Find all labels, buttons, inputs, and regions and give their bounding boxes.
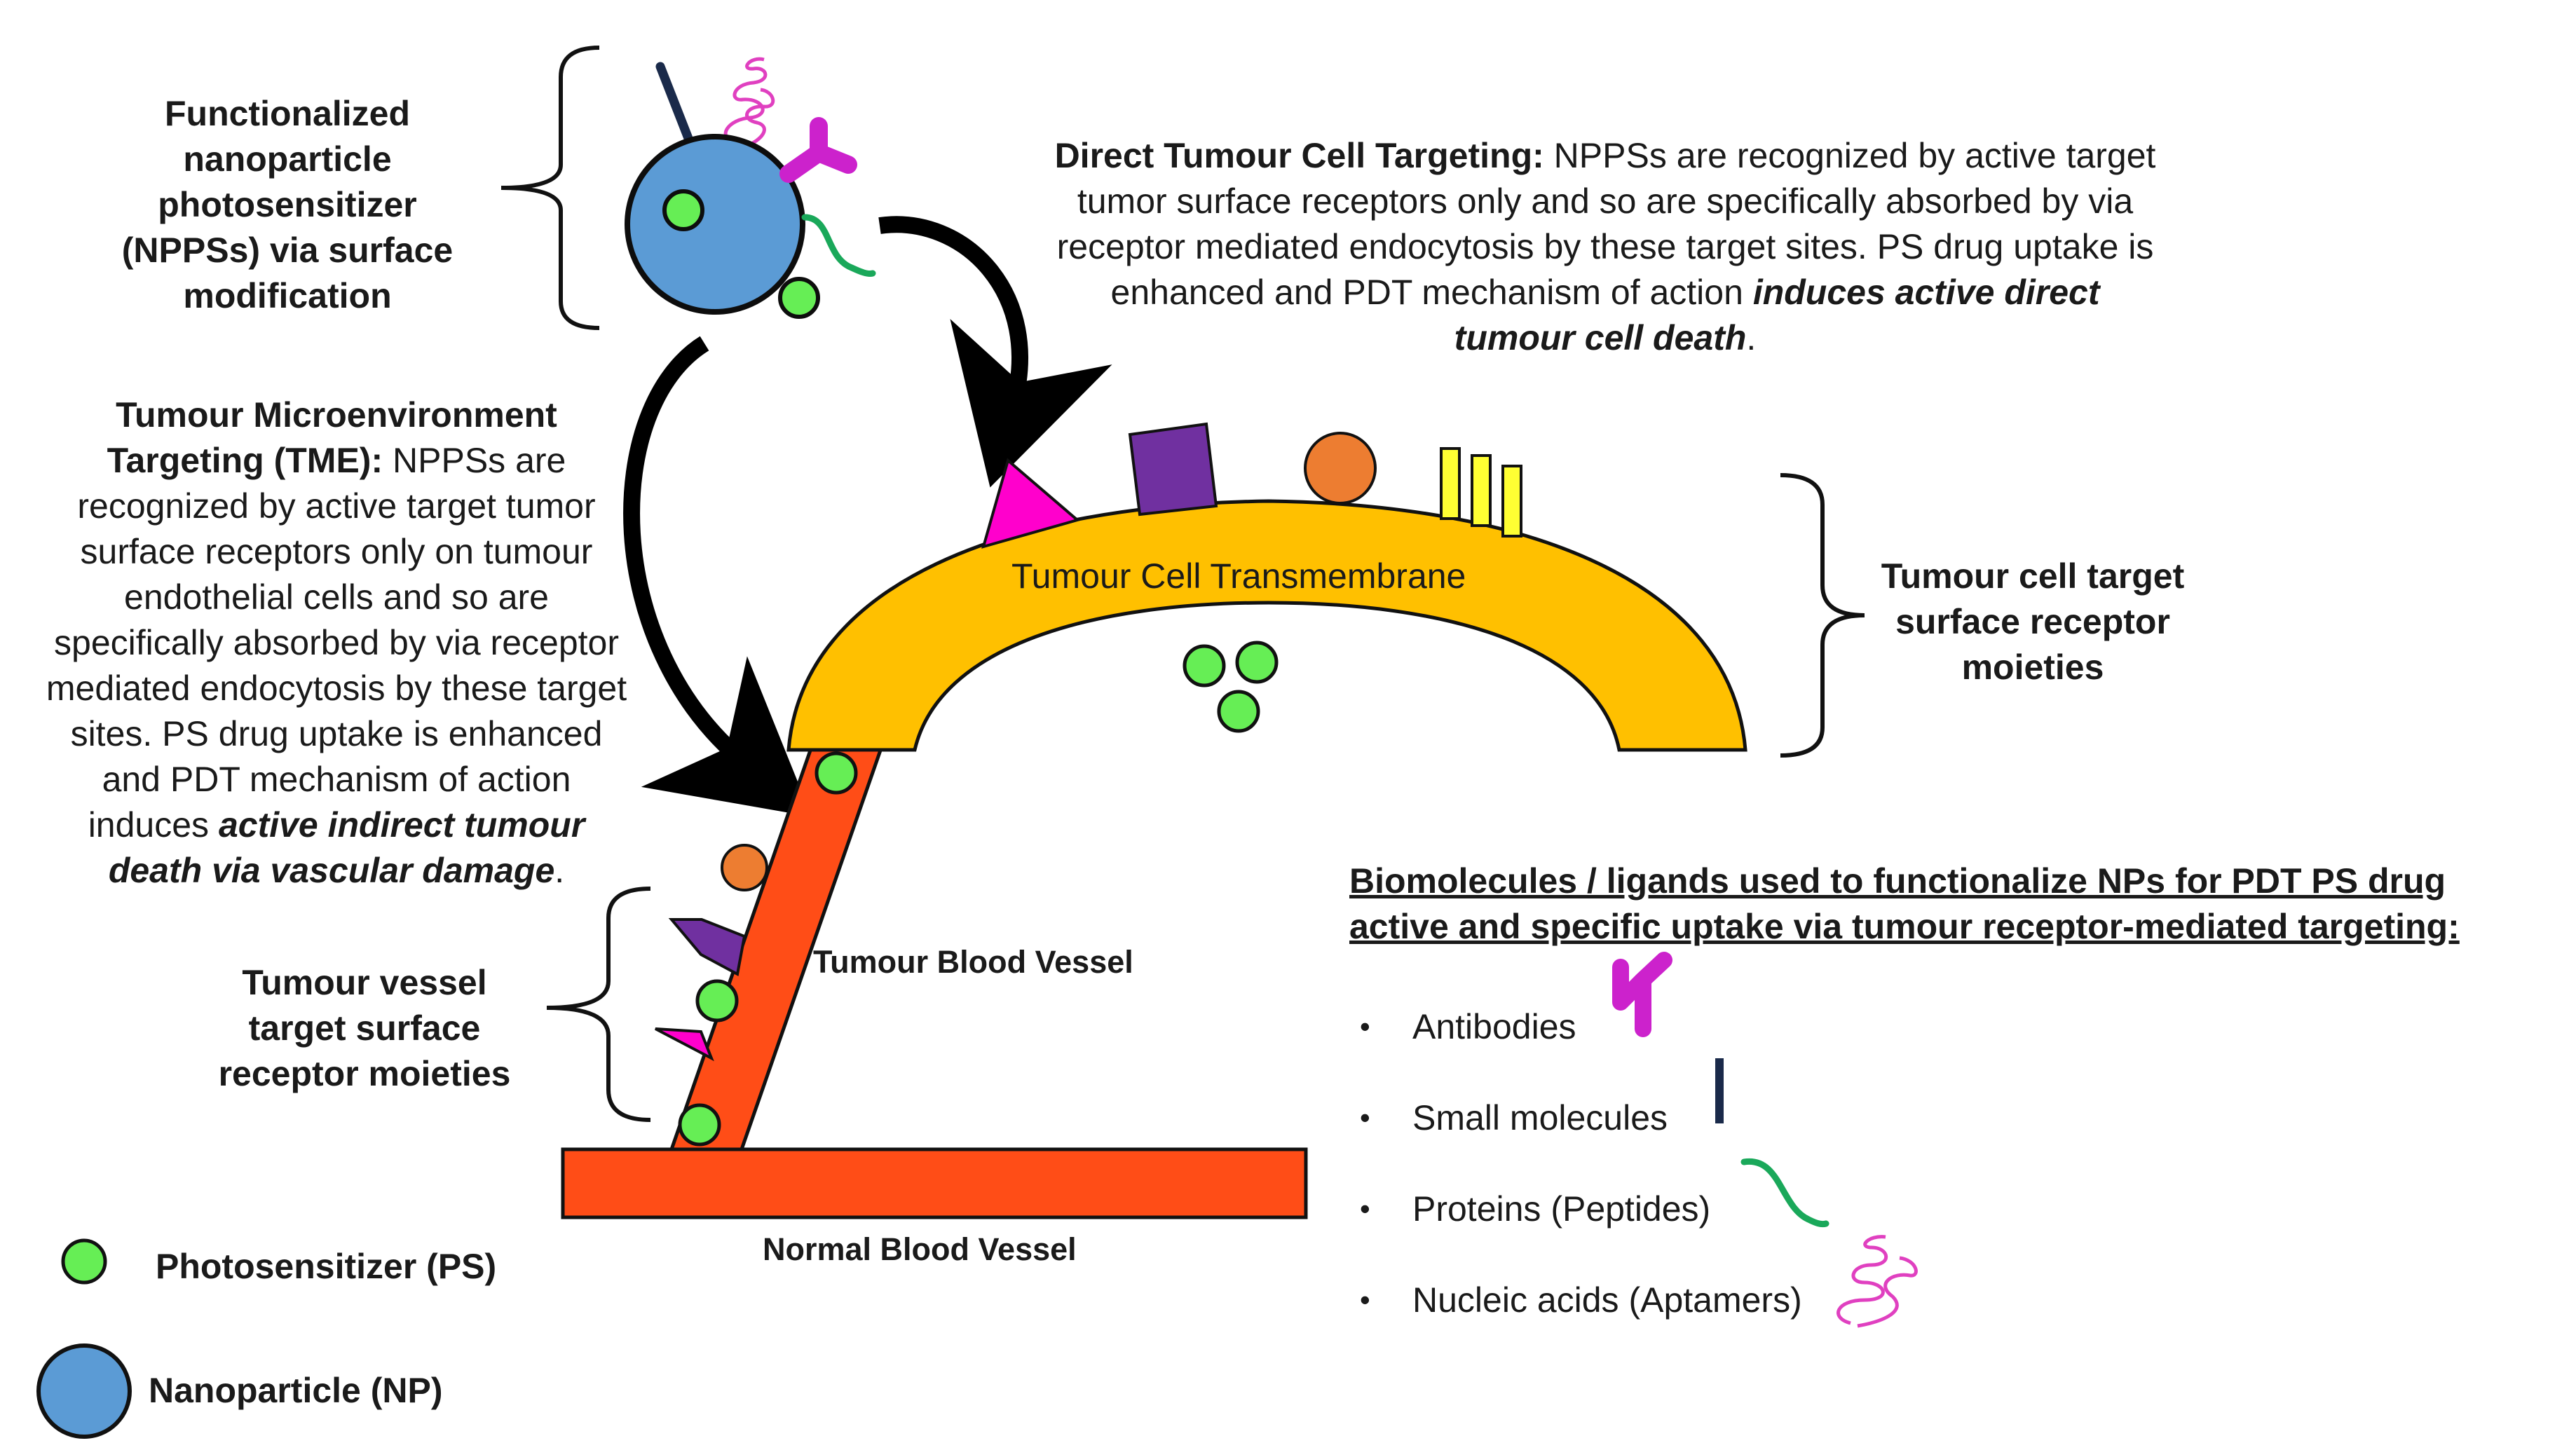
biomolecule-label: Small molecules (1412, 1098, 1668, 1137)
bar-receptor (1471, 454, 1492, 527)
normal-vessel-label: Normal Blood Vessel (763, 1231, 1077, 1267)
square-receptor (1128, 422, 1218, 517)
bar-receptor (1440, 447, 1461, 520)
nppss-brace (500, 46, 600, 330)
circle-receptor (1304, 432, 1377, 505)
tme-targeting-body: NPPSs are recognized by active target tu… (46, 441, 627, 844)
biomolecule-item-nucleic-acids: Nucleic acids (Aptamers) (1349, 1254, 1802, 1346)
legend-np-label: Nanoparticle (NP) (149, 1371, 443, 1410)
peptide-ligand (801, 214, 876, 277)
vessel-receptor-brace (546, 887, 651, 1122)
tumour-vessel-label: Tumour Blood Vessel (813, 944, 1133, 980)
aptamer-ligand (723, 57, 775, 149)
ps-on-vessel (678, 1103, 721, 1147)
membrane-label: Tumour Cell Transmembrane (1011, 556, 1466, 596)
biomolecule-item-proteins: Proteins (Peptides) (1349, 1163, 1802, 1254)
direct-targeting-end: . (1746, 318, 1757, 357)
nppss-label: Functionalized nanoparticle photosensiti… (121, 94, 454, 315)
tumour-cell-membrane (786, 499, 1747, 752)
aptamer-icon (1836, 1235, 1918, 1328)
biomolecule-label: Proteins (Peptides) (1412, 1189, 1711, 1229)
nanoparticle-core (625, 134, 805, 315)
direct-targeting-emphasis: induces active direct tumour cell death (1454, 273, 2100, 357)
functionalized-nanoparticle (625, 57, 876, 319)
ps-in-tumour-cell (1235, 641, 1279, 684)
biomolecule-label: Antibodies (1412, 1007, 1576, 1046)
legend-ps-label: Photosensitizer (PS) (156, 1247, 497, 1286)
tme-targeting-heading: Tumour Microenvironment Targeting (TME): (107, 395, 557, 480)
ps-on-vessel (695, 979, 739, 1022)
antibody-ligand (779, 117, 857, 183)
np-legend-icon (36, 1343, 132, 1439)
tme-targeting-end: . (554, 851, 565, 890)
ps-on-vessel (815, 751, 858, 795)
direct-targeting-text: Direct Tumour Cell Targeting: NPPSs are … (1051, 133, 2159, 361)
tme-targeting-emphasis: active indirect tumour death via vascula… (108, 805, 585, 890)
vessel-circle-receptor (721, 844, 768, 891)
bar-receptor (1501, 465, 1522, 538)
small-molecule-ligand (655, 62, 695, 149)
triangle-receptor (981, 458, 1081, 549)
normal-blood-vessel (561, 1147, 1308, 1219)
cell-receptor-label: Tumour cell target surface receptor moie… (1881, 556, 2185, 687)
ps-on-nanoparticle (778, 277, 820, 319)
vessel-triangle-receptor (655, 1027, 714, 1062)
biomolecules-title: Biomolecules / ligands used to functiona… (1349, 861, 2460, 946)
ps-in-tumour-cell (1217, 690, 1260, 733)
direct-targeting-heading: Direct Tumour Cell Targeting: (1054, 136, 1544, 175)
direct-targeting-body: NPPSs are recognized by active target tu… (1056, 136, 2156, 312)
biomolecule-label: Nucleic acids (Aptamers) (1412, 1280, 1802, 1320)
ps-on-nanoparticle (662, 189, 704, 231)
biomolecule-item-small-molecules: Small molecules (1349, 1072, 1802, 1163)
tme-targeting-text: Tumour Microenvironment Targeting (TME):… (42, 392, 631, 894)
arrow-to-tumour-cell (878, 216, 1112, 488)
ps-in-tumour-cell (1183, 644, 1226, 688)
arrow-to-tumour-vessel (623, 336, 812, 817)
vessel-receptor-label: Tumour vessel target surface receptor mo… (218, 963, 511, 1093)
vessel-square-receptor (668, 918, 747, 977)
ps-legend-icon (61, 1238, 107, 1285)
cell-receptor-brace (1780, 473, 1865, 758)
biomolecule-item-antibodies: Antibodies (1349, 981, 1802, 1072)
biomolecule-list: Antibodies Small molecules Proteins (Pep… (1349, 981, 1802, 1346)
